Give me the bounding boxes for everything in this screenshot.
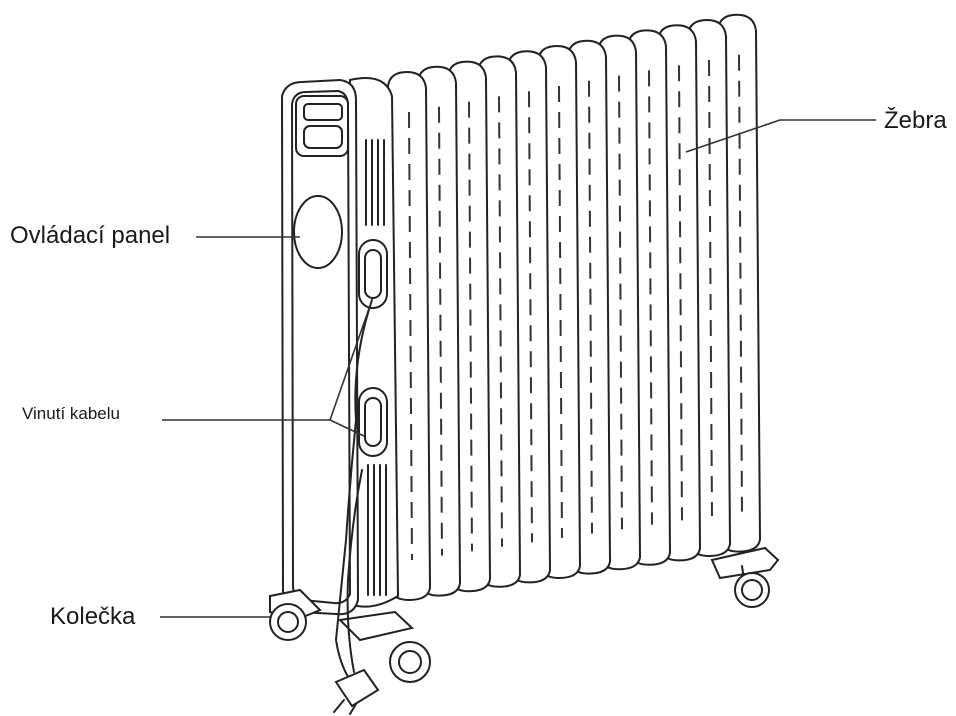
- fins-label: Žebra: [884, 107, 947, 134]
- right-wheel: [734, 572, 770, 608]
- right-foot: [710, 546, 780, 608]
- cable-winding-label: Vinutí kabelu: [22, 404, 120, 423]
- left-wheel: [269, 603, 307, 641]
- fin-dash-line: [408, 111, 413, 561]
- radiator-fin: [386, 70, 432, 602]
- control-panel: [293, 95, 349, 269]
- fin-dash-line: [618, 75, 623, 530]
- control-panel-label: Ovládací panel: [10, 222, 171, 249]
- power-plug: [333, 668, 380, 715]
- fin-dash-line: [498, 96, 503, 547]
- radiator-fins: [386, 13, 762, 602]
- front-wheel: [389, 641, 431, 683]
- front-body: [280, 78, 360, 616]
- fin-dash-line: [468, 101, 473, 552]
- fin-dash-line: [438, 106, 443, 556]
- fin-dash-line: [528, 91, 533, 543]
- leader-line-cable-upper: [329, 299, 373, 421]
- wheels-label: Kolečka: [50, 603, 136, 630]
- fin-dash-line: [588, 80, 593, 534]
- leader-line-cable-lower: [329, 419, 365, 437]
- leader-line-fins: [685, 119, 781, 153]
- fin-dash-line: [648, 70, 653, 525]
- side-vents-top: [365, 139, 385, 226]
- thermostat-knob: [293, 195, 343, 269]
- fin-dash-line: [558, 85, 563, 539]
- left-foot: [269, 588, 431, 683]
- fin-dash-line: [678, 65, 683, 521]
- power-cable: [333, 299, 380, 715]
- side-vents-bottom: [367, 464, 387, 596]
